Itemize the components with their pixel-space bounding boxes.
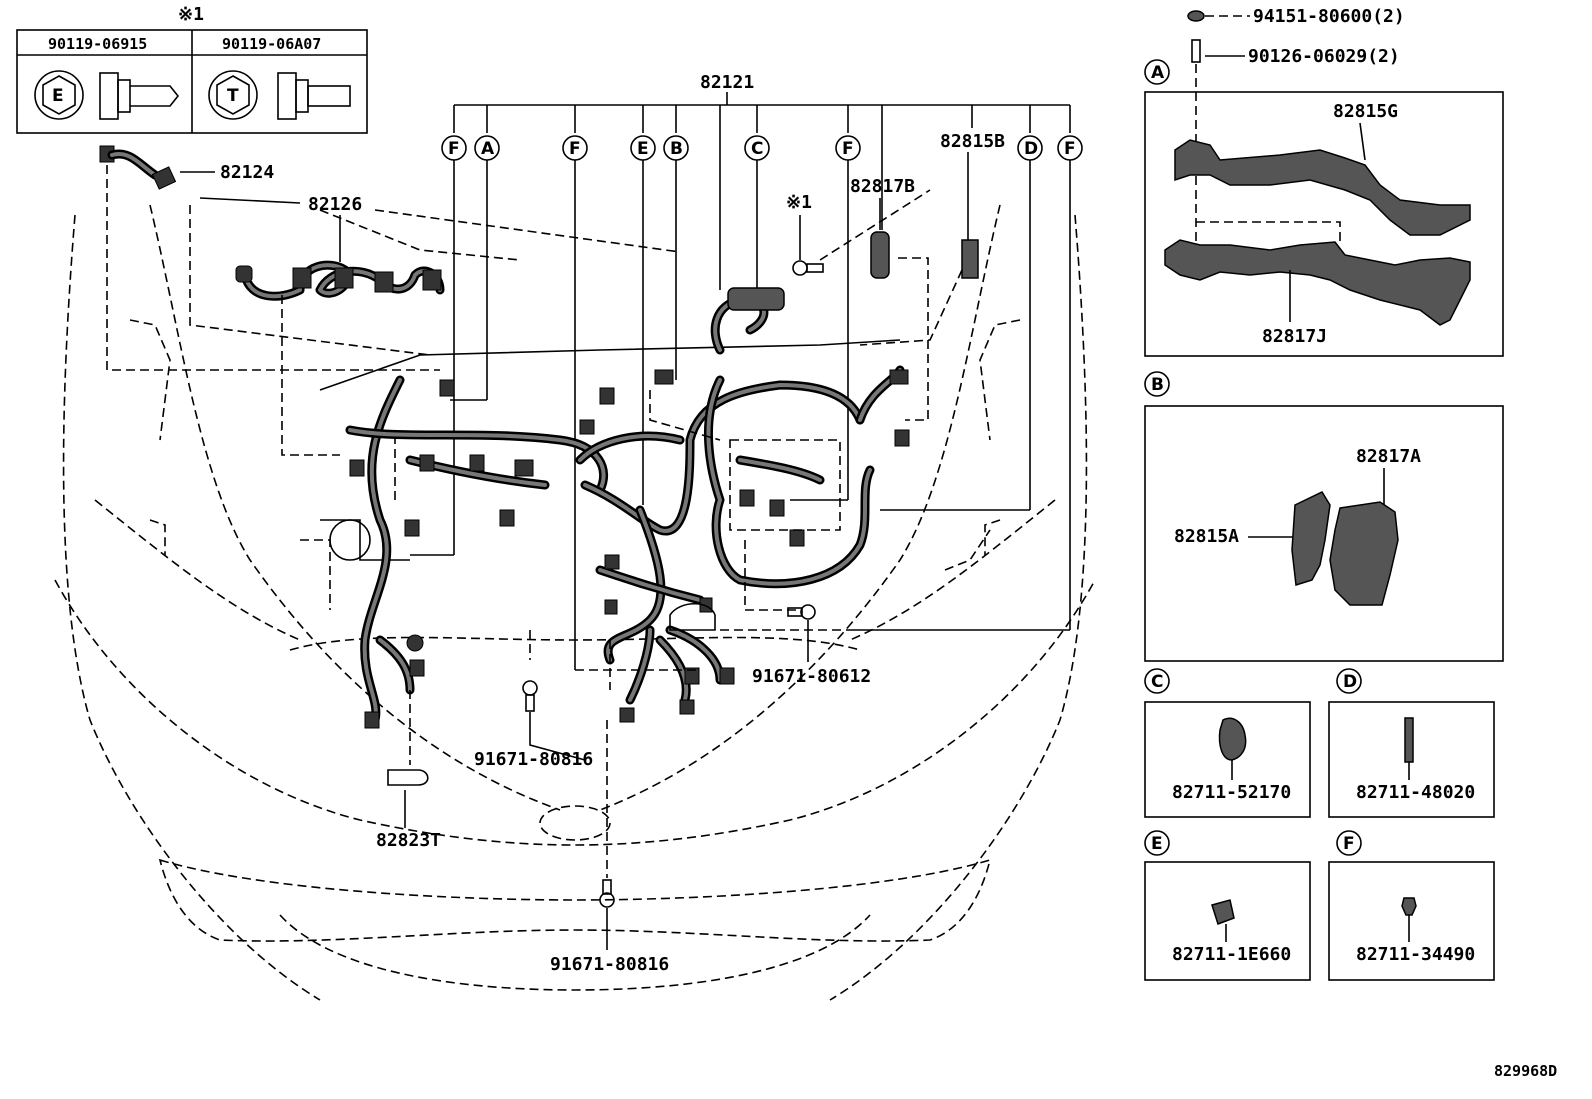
panel-a-part-2: 82817J: [1262, 326, 1327, 347]
panel-a-letter: A: [1151, 63, 1165, 83]
label-note-1: ※1: [786, 192, 812, 213]
panel-a-part-1: 82815G: [1333, 101, 1398, 122]
marker-f-2: F: [562, 135, 588, 161]
nut-icon: [1187, 10, 1205, 22]
marker-leader-lines: [410, 160, 1071, 670]
label-82823T: 82823T: [376, 830, 441, 851]
marker-f-4: F: [1057, 135, 1083, 161]
panel-c-part: 82711-52170: [1172, 782, 1291, 803]
label-82815B: 82815B: [940, 131, 1005, 152]
panel-e-letter: E: [1151, 834, 1163, 854]
panel-c-letter: C: [1151, 672, 1163, 692]
label-91671-80816-a: 91671-80816: [474, 749, 593, 770]
table-part-1: 90119-06915: [48, 35, 147, 53]
main-harness-label: 82121: [700, 72, 754, 93]
label-91671-80612: 91671-80612: [752, 666, 871, 687]
table-part-2: 90119-06A07: [222, 35, 321, 53]
bolt-91671-80816a-icon: [522, 680, 538, 712]
panel-f-letter: F: [1343, 834, 1355, 854]
marker-f-3: F: [835, 135, 861, 161]
panel-b-letter: B: [1151, 375, 1164, 395]
label-82817B: 82817B: [850, 176, 915, 197]
svg-text:A: A: [481, 139, 495, 159]
panel-b-part-1: 82817A: [1356, 446, 1421, 467]
label-91671-80816-b: 91671-80816: [550, 954, 669, 975]
marker-f-1: F: [441, 135, 467, 161]
clip-82823T-icon: [387, 769, 429, 786]
detail-panel-c: C 82711-52170: [1144, 668, 1311, 818]
svg-text:B: B: [670, 139, 683, 159]
svg-text:F: F: [448, 139, 460, 159]
detail-panel-a: A 82815G 82817J: [1144, 59, 1504, 357]
detail-panel-f: F 82711-34490: [1328, 830, 1495, 981]
bolt-e-icon: E: [34, 70, 180, 120]
label-94151-80600: 94151-80600(2): [1253, 6, 1405, 27]
main-harness-bracket: 82121: [453, 72, 1071, 290]
part-82124-group: 82124: [99, 145, 440, 371]
bolt-t-letter: T: [227, 86, 239, 106]
bolt-e-letter: E: [52, 86, 64, 106]
panel-e-part: 82711-1E660: [1172, 944, 1291, 965]
marker-c: C: [744, 135, 770, 161]
stud-icon: [1191, 39, 1201, 63]
label-82124: 82124: [220, 162, 274, 183]
panel-f-part: 82711-34490: [1356, 944, 1475, 965]
detail-panel-e: E 82711-1E660: [1144, 830, 1311, 981]
marker-a: A: [474, 135, 500, 161]
svg-text:C: C: [751, 139, 763, 159]
panel-d-part: 82711-48020: [1356, 782, 1475, 803]
panel-b-part-2: 82815A: [1174, 526, 1239, 547]
panel-d-letter: D: [1343, 672, 1357, 692]
label-90126-06029: 90126-06029(2): [1248, 46, 1400, 67]
bolt-t-icon: T: [208, 70, 351, 120]
bolt-91671-80816b-icon: [599, 879, 615, 908]
svg-text:F: F: [569, 139, 581, 159]
stud-nut-callouts: 94151-80600(2) 90126-06029(2): [1187, 6, 1405, 270]
svg-text:D: D: [1024, 139, 1038, 159]
label-82126: 82126: [308, 194, 362, 215]
svg-text:E: E: [637, 139, 649, 159]
figure-code: 829968D: [1494, 1062, 1557, 1080]
marker-b: B: [663, 135, 689, 161]
marker-e: E: [630, 135, 656, 161]
table-note-mark: ※1: [178, 4, 204, 25]
detail-panel-d: D 82711-48020: [1328, 668, 1495, 818]
part-82126-group: 82126: [189, 194, 681, 456]
callouts-center-right: ※1 82817B 82815B 91671-80612 91671-80816: [376, 131, 1005, 975]
engine-harness-drawing: [319, 287, 910, 729]
marker-d: D: [1017, 135, 1043, 161]
svg-text:F: F: [1064, 139, 1076, 159]
fastener-table: ※1 90119-06915 90119-06A07 E T: [16, 4, 368, 134]
svg-text:F: F: [842, 139, 854, 159]
detail-panel-b: B 82817A 82815A: [1144, 371, 1504, 662]
bolt-note1-icon: [792, 260, 824, 276]
bolt-91671-80612-icon: [787, 604, 816, 620]
